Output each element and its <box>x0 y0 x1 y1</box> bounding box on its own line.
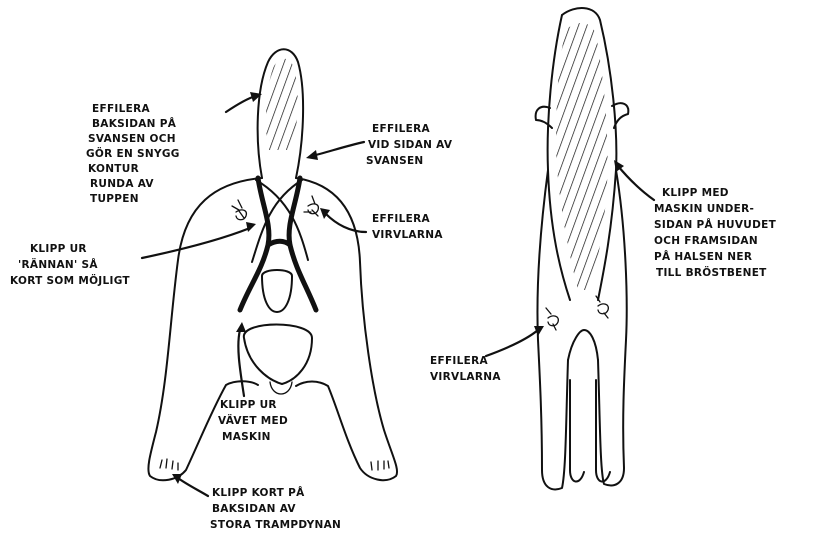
arrow-vid-sidan <box>312 142 364 156</box>
label-klipp-trampdynan: KLIPP KORT PÅ BAKSIDAN AV STORA TRAMPDYN… <box>210 486 341 531</box>
arrow-virvlarna-left <box>326 214 366 232</box>
tail-hatching <box>266 59 298 150</box>
front-whorl-right <box>596 296 608 318</box>
paw-pad-left <box>160 459 178 470</box>
front-whorl-left <box>546 308 558 330</box>
whorl-left <box>232 200 246 220</box>
whorl-right <box>304 196 318 216</box>
label-effilera-virvlarna-left: EFFILERA VIRVLARNA <box>372 213 443 241</box>
arrowhead-vavet <box>236 322 246 332</box>
paw-pad-right <box>371 461 389 470</box>
arrowhead-vid-sidan <box>306 150 318 160</box>
arrow-baksidan <box>226 96 256 112</box>
label-klipp-vavet: KLIPP UR VÄVET MED MASKIN <box>218 399 292 443</box>
label-klipp-rannan: KLIPP UR 'RÄNNAN' SÅ KORT SOM MÖJLIGT <box>10 243 130 287</box>
arrow-trampdynan <box>178 478 208 496</box>
head-hatching <box>556 23 608 290</box>
label-effilera-virvlarna-right: EFFILERA VIRVLARNA <box>430 355 501 383</box>
arrow-rannan <box>142 228 250 258</box>
arrow-maskin <box>618 166 654 200</box>
label-klipp-maskin: KLIPP MED MASKIN UNDER- SIDAN PÅ HUVUDET… <box>654 187 780 279</box>
arrow-virvlarna-right <box>486 330 538 356</box>
label-effilera-baksidan: EFFILERA BAKSIDAN PÅ SVANSEN OCH GÖR EN … <box>86 103 184 205</box>
arrow-vavet <box>238 330 244 396</box>
anus-area <box>262 270 292 312</box>
arrowhead-rannan <box>246 222 256 232</box>
front-view-dog <box>536 8 629 489</box>
front-legs-inner <box>568 330 610 482</box>
label-effilera-vid-sidan: EFFILERA VID SIDAN AV SVANSEN <box>366 123 456 167</box>
genital-area <box>244 325 312 385</box>
